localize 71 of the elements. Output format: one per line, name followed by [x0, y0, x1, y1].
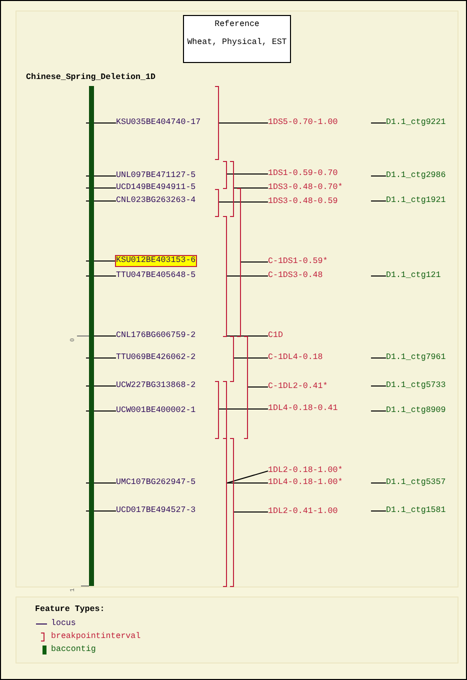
- contig-label: D1.1_ctg7961: [386, 353, 446, 363]
- locus-tick: [86, 122, 116, 124]
- interval-connector: [226, 470, 268, 484]
- locus-label: CNL023BG263263-4: [116, 196, 196, 206]
- breakpoint-label: C-1DL2-0.41*: [268, 382, 328, 392]
- locus-label: CNL176BG606759-2: [116, 331, 196, 341]
- interval-connector: [218, 408, 268, 410]
- locus-label: UCW001BE400002-1: [116, 406, 196, 416]
- legend-label: breakpointinterval: [51, 632, 141, 642]
- breakpoint-label: 1DS5-0.70-1.00: [268, 118, 338, 128]
- breakpoint-label: 1DS3-0.48-0.70*: [268, 183, 343, 193]
- contig-label: D1.1_ctg1921: [386, 196, 446, 206]
- box-heading: Reference: [214, 20, 260, 30]
- leader-line: [370, 482, 386, 484]
- breakpoint-interval-bracket: [237, 188, 241, 337]
- breakpoint-label: C-1DL4-0.18: [268, 353, 323, 363]
- leader-line: [370, 510, 386, 512]
- locus-label: KSU035BE404740-17: [116, 118, 201, 128]
- contig-label: D1.1_ctg121: [386, 271, 441, 281]
- locus-tick: [86, 482, 116, 484]
- breakpoint-label: 1DS3-0.48-0.59: [268, 197, 338, 207]
- contig-label: D1.1_ctg5357: [386, 478, 446, 488]
- locus-label: TTU069BE426062-2: [116, 353, 196, 363]
- breakpoint-interval-bracket: [230, 161, 234, 217]
- breakpoint-interval-bracket: [223, 381, 227, 439]
- legend-heading: Feature Types:: [35, 605, 105, 615]
- leader-line: [370, 200, 386, 202]
- breakpoint-label: C-1DS3-0.48: [268, 271, 323, 281]
- interval-connector: [248, 386, 268, 388]
- locus-tick: [86, 410, 116, 412]
- locus-label: UMC107BG262947-5: [116, 478, 196, 488]
- breakpoint-interval-bracket: [215, 189, 219, 217]
- breakpoint-label: C-1DS1-0.59*: [268, 257, 328, 267]
- contig-label: D1.1_ctg8909: [386, 406, 446, 416]
- breakpoint-interval-bracket: [215, 86, 219, 160]
- contig-label: D1.1_ctg1581: [386, 506, 446, 516]
- contig-bar: [89, 86, 94, 586]
- box-text: Wheat, Physical, EST: [186, 38, 288, 48]
- locus-label: UNL097BE471127-5: [116, 171, 196, 181]
- leader-line: [370, 122, 386, 124]
- breakpoint-interval-bracket: [223, 216, 227, 337]
- breakpoint-interval-bracket: [223, 161, 227, 189]
- breakpoint-interval-bracket: [230, 336, 234, 382]
- locus-tick: [86, 510, 116, 512]
- breakpoint-interval-bracket: [230, 438, 234, 587]
- locus-tick: [86, 260, 116, 262]
- breakpoint-label: 1DS1-0.59-0.70: [268, 169, 338, 179]
- contig-label: D1.1_ctg9221: [386, 118, 446, 128]
- highlighted-locus-label: KSU012BE403153-6: [116, 256, 196, 266]
- breakpoint-label: 1DL2-0.18-1.00*: [268, 466, 343, 476]
- breakpoint-label: 1DL4-0.18-1.00*: [268, 478, 343, 488]
- interval-connector: [226, 482, 268, 484]
- locus-label: TTU047BE405648-5: [116, 271, 196, 281]
- breakpoint-label: C1D: [268, 331, 283, 341]
- reference-box: [183, 15, 291, 63]
- contig-label: D1.1_ctg2986: [386, 171, 446, 181]
- locus-label: UCW227BG313868-2: [116, 381, 196, 391]
- breakpoint-interval-bracket: [223, 438, 227, 587]
- leader-line: [370, 410, 386, 412]
- breakpoint-interval-bracket: [215, 381, 219, 439]
- contig-label: D1.1_ctg5733: [386, 381, 446, 391]
- map-title: Chinese_Spring_Deletion_1D: [26, 73, 156, 83]
- interval-connector: [218, 122, 268, 124]
- locus-label: UCD149BE494911-5: [116, 183, 196, 193]
- locus-label: UCD017BE494527-3: [116, 506, 196, 516]
- legend-label: baccontig: [51, 645, 96, 655]
- locus-tick: [86, 200, 116, 202]
- legend-label: locus: [51, 619, 76, 629]
- breakpoint-label: 1DL4-0.18-0.41: [268, 404, 338, 414]
- breakpoint-interval-bracket: [244, 336, 248, 439]
- breakpoint-label: 1DL2-0.41-1.00: [268, 507, 338, 517]
